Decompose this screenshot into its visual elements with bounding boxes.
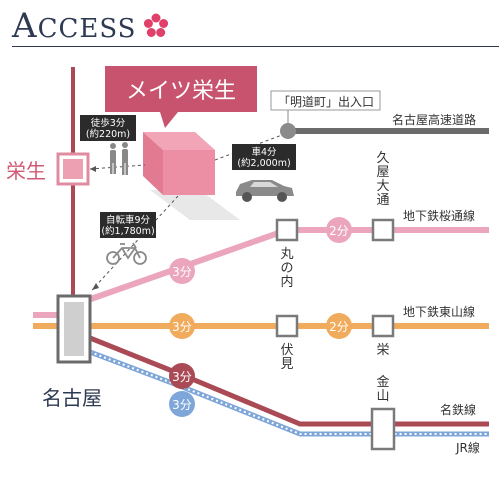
fushimi-label: 伏: [280, 343, 293, 358]
car-distance: (約2,000m): [237, 157, 290, 169]
sakae-station[interactable]: [371, 314, 395, 338]
jr-line-dots: [89, 351, 489, 435]
hisaya-odori-label-3: 大: [376, 179, 389, 194]
time-nagoya-marunouchi: 3分: [172, 265, 192, 279]
expressway-label: 名古屋高速道路: [392, 112, 476, 127]
time-badge-marunouchi-hisaya: [326, 217, 352, 243]
nagoya-label: 名古屋: [42, 386, 102, 410]
flower-icon: [143, 13, 169, 37]
car-time: 車4分: [251, 146, 277, 158]
time-badge-fushimi-sakae: [326, 313, 352, 339]
time-jr: 3分: [172, 398, 192, 412]
time-badge-nagoya-marunouchi: [169, 258, 195, 284]
kanayama-station[interactable]: [370, 407, 396, 451]
walk-route-dashed: [89, 164, 146, 170]
page-title: ACCESS: [12, 6, 137, 46]
property-label-box: [105, 66, 257, 112]
marunouchi-station[interactable]: [275, 218, 299, 242]
time-badge-nagoya-fushimi: [169, 313, 195, 339]
property-building: [143, 132, 240, 220]
hisaya-odori-station[interactable]: [371, 218, 395, 242]
time-fushimi-sakae: 2分: [329, 320, 349, 334]
time-badge-jr: [169, 391, 195, 417]
entrance-marker: [280, 123, 296, 139]
car-badge: [232, 144, 296, 170]
time-nagoya-fushimi: 3分: [172, 320, 192, 334]
walk-distance: (約220m): [86, 128, 130, 140]
higashiyama-label: 地下鉄東山線: [403, 304, 475, 319]
property-label-pointer: [160, 112, 178, 128]
bike-badge: [100, 212, 156, 238]
fushimi-label-2: 見: [280, 357, 293, 372]
hisaya-odori-label-2: 屋: [376, 165, 389, 180]
time-marunouchi-hisaya: 2分: [329, 224, 349, 238]
sako-station-inner: [63, 159, 83, 179]
property-name: メイツ栄生: [126, 79, 236, 104]
time-meitetsu: 3分: [172, 370, 192, 384]
entrance-label-box: [270, 90, 381, 111]
nagoya-station-inner: [64, 302, 84, 356]
bike-time: 自転車9分: [106, 214, 151, 226]
meitetsu-label: 名鉄線: [440, 402, 476, 417]
walk-arrow-icon: [90, 166, 96, 172]
fushimi-station[interactable]: [275, 314, 299, 338]
bicycle-icon: [106, 242, 147, 265]
bike-arrow-icon: [92, 283, 99, 290]
sakuradori-label: 地下鉄桜通線: [403, 208, 475, 223]
car-icon: [236, 180, 294, 202]
hisaya-odori-label-4: 通: [376, 193, 389, 208]
bike-distance: (約1,780m): [101, 225, 154, 237]
marunouchi-label: 丸: [280, 247, 293, 262]
pedestrians-icon: [110, 142, 128, 175]
title-underline: [12, 46, 499, 47]
entrance-label: 「明道町」出入口: [278, 95, 374, 109]
time-badge-meitetsu: [169, 363, 195, 389]
jr-label: JR線: [455, 440, 480, 455]
sako-label: 栄生: [6, 159, 46, 183]
walk-badge: [80, 115, 136, 141]
hisaya-odori-label: 久: [376, 151, 389, 166]
kanayama-label-2: 山: [376, 389, 389, 404]
kanayama-label: 金: [376, 374, 389, 390]
marunouchi-label-3: 内: [280, 274, 293, 290]
sakae-label: 栄: [376, 343, 389, 358]
marunouchi-label-2: の: [280, 261, 293, 276]
walk-time: 徒歩3分: [91, 117, 126, 129]
